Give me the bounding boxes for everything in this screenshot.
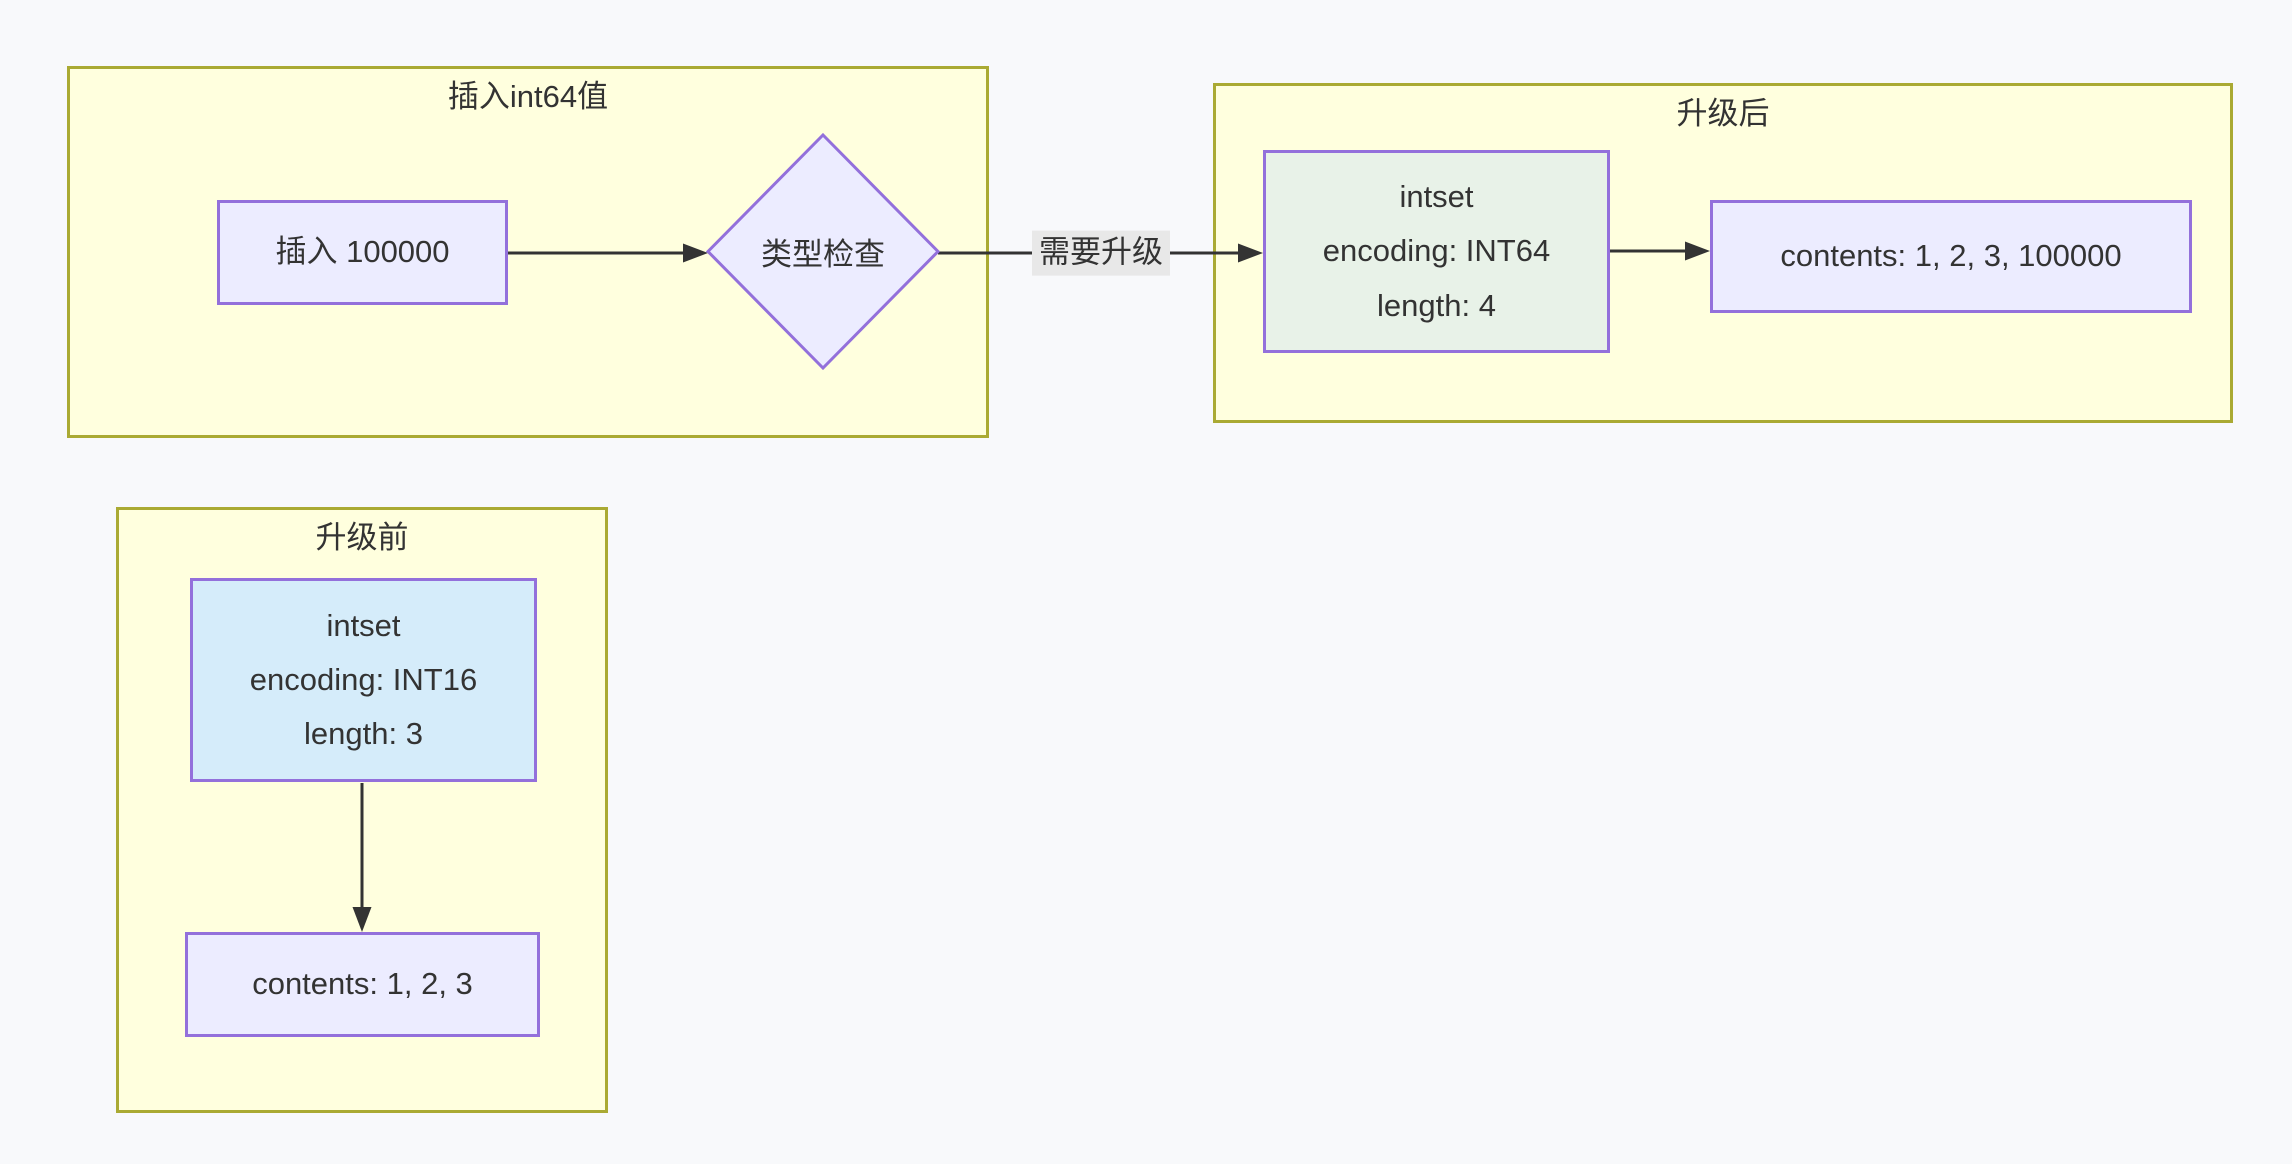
cluster-before-title: 升级前 — [315, 520, 409, 555]
node-type-check: 类型检查 — [708, 135, 938, 368]
intset-before-line-1: intset — [326, 607, 401, 643]
node-intset-after: intset encoding: INT64 length: 4 — [1263, 150, 1610, 353]
intset-before-line-2: encoding: INT16 — [249, 661, 478, 697]
node-contents-after: contents: 1, 2, 3, 100000 — [1710, 200, 2192, 313]
cluster-after-title: 升级后 — [1676, 96, 1770, 131]
node-insert-100000-label: 插入 100000 — [275, 234, 450, 270]
intset-after-line-1: intset — [1399, 179, 1474, 215]
intset-before-line-3: length: 3 — [304, 716, 423, 752]
node-type-check-label: 类型检查 — [761, 237, 885, 272]
node-contents-after-label: contents: 1, 2, 3, 100000 — [1780, 238, 2122, 274]
node-intset-before: intset encoding: INT16 length: 3 — [190, 578, 537, 782]
intset-after-line-2: encoding: INT64 — [1322, 233, 1551, 269]
node-contents-before-label: contents: 1, 2, 3 — [252, 966, 473, 1002]
cluster-insert-title: 插入int64值 — [447, 79, 609, 114]
node-insert-100000: 插入 100000 — [217, 200, 508, 305]
edge-label-need-upgrade: 需要升级 — [1032, 230, 1170, 276]
intset-after-line-3: length: 4 — [1377, 287, 1496, 323]
node-contents-before: contents: 1, 2, 3 — [185, 932, 540, 1037]
